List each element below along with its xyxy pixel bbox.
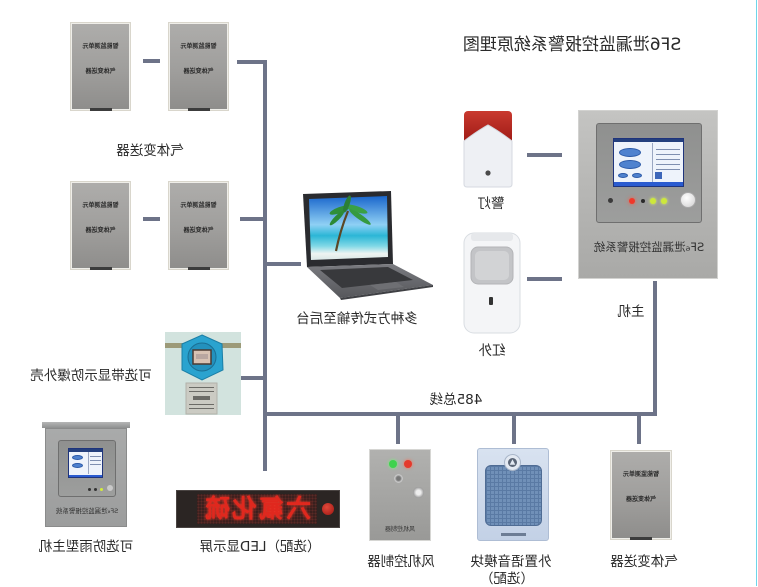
transmitter-cable-port [630, 537, 652, 540]
rainproof-host-roof [42, 422, 130, 428]
infrared-sensor-icon [463, 232, 521, 334]
connector-transmitters-row1 [237, 60, 265, 64]
gas-transmitter-icon: 智能监测单元 气体变送器 [70, 22, 131, 111]
transmitter-text-2: 气体变送器 [626, 496, 657, 503]
housing-pipe-right [220, 343, 241, 348]
host-controller-icon: SF₆泄漏监控报警系统 [578, 110, 718, 279]
connector-laptop [265, 262, 301, 266]
host-led-alarm-red [629, 198, 635, 204]
label-voice-module: 外置语音模块 [470, 554, 552, 570]
transmitter-text-2: 气体变送器 [85, 227, 116, 234]
fan-button [394, 474, 403, 483]
rainproof-host-screen [68, 448, 103, 478]
led-display-icon: 六氟化硫 [176, 490, 340, 528]
connector-alarm-light [527, 153, 562, 157]
fan-led-green [389, 460, 397, 468]
led-matrix: 六氟化硫 [197, 494, 317, 524]
transmitter-text-1: 智能监测单元 [623, 471, 660, 478]
right-edge-accent-line [756, 0, 757, 586]
label-led-display: （选配）LED显示屏 [199, 539, 321, 555]
transmitter-text-2: 气体变送器 [183, 68, 214, 75]
host-display-bezel [596, 123, 702, 223]
label-infrared: 红外 [478, 343, 506, 359]
transmitter-text-1: 智能监测单元 [82, 202, 119, 209]
transmitter-cable-port [187, 267, 210, 270]
bus-drop-voice-module [512, 414, 516, 444]
link-transmitters-row2 [143, 217, 160, 221]
led-display-indicator [322, 503, 334, 515]
gas-transmitter-icon: 智能监测单元 气体变送器 [168, 22, 229, 111]
host-led-run [661, 198, 667, 204]
alarm-light-body [463, 124, 513, 188]
fan-knob [413, 487, 424, 498]
speaker-grill [485, 465, 542, 526]
bus-drop-transmitter [637, 414, 641, 444]
host-touch-screen [613, 138, 684, 187]
rainproof-host-bezel [58, 440, 116, 497]
bus-drop-fan-controller [396, 414, 400, 444]
speaker-slot [501, 533, 526, 536]
label-voice-module-optional: （选配） [480, 571, 534, 587]
link-transmitters-row1 [143, 59, 160, 63]
host-knob [680, 192, 696, 208]
label-alarm-light: 警灯 [477, 196, 505, 212]
label-gas-transmitters: 气体变送器 [116, 143, 184, 159]
alarm-light-sensor-dot [485, 170, 491, 176]
fan-controller-panel-name: 风机控制器 [385, 526, 416, 533]
connector-host-to-bus [653, 281, 657, 416]
label-fan-controller: 风机控制器 [367, 554, 435, 570]
alarm-light-icon [463, 111, 513, 188]
speaker-icon [477, 448, 549, 541]
laptop-keyboard [320, 267, 413, 288]
gas-transmitter-icon: 智能监测单元 气体变送器 [168, 181, 229, 270]
label-host: 主机 [617, 304, 645, 320]
rainproof-host-icon: SF₆泄漏监控报警系统 [45, 428, 127, 527]
palm-tree-icon [329, 195, 371, 252]
transmitter-text-2: 气体变送器 [183, 227, 214, 234]
led-display-text: 六氟化硫 [203, 494, 312, 523]
speaker-logo-icon [504, 454, 521, 471]
label-transmitter-bottom: 气体变送器 [610, 554, 678, 570]
host-panel-name: SF₆泄漏监控报警系统 [593, 240, 705, 254]
diagram-title: SF6泄漏监控报警系统原理图 [462, 35, 682, 55]
label-rs485-bus: 485总线 [429, 392, 483, 408]
connector-explosion-proof [238, 376, 265, 380]
connector-transmitters-row2 [240, 217, 265, 221]
transmitter-text-1: 智能监测单元 [82, 43, 119, 50]
host-key-switch [608, 198, 613, 203]
transmitter-cable-port [89, 108, 112, 111]
host-led-power [650, 198, 656, 204]
label-laptop: 多种方式传输至后台 [296, 311, 418, 327]
transmitter-cable-port [89, 267, 112, 270]
rainproof-host-panel-name: SF₆泄漏监控报警系统 [55, 507, 119, 515]
transmitter-cable-port [187, 108, 210, 111]
connector-infrared [527, 277, 562, 281]
label-explosion-proof: 可选带显示防爆外壳 [30, 368, 152, 384]
housing-pipe-left [165, 343, 185, 348]
laptop-icon [303, 191, 433, 300]
rainproof-host-knob [107, 485, 113, 491]
gas-transmitter-icon: 智能监测单元 气体变送器 [610, 450, 672, 540]
explosion-proof-housing-icon [165, 332, 241, 415]
rs485-bus-line [265, 412, 657, 416]
fan-led-red [404, 460, 412, 468]
infrared-indicator [489, 297, 493, 305]
laptop-screen [309, 196, 388, 260]
transmitter-text-2: 气体变送器 [85, 68, 116, 75]
gas-transmitter-icon: 智能监测单元 气体变送器 [70, 181, 131, 270]
label-rainproof-host: 可选防雨型主机 [38, 539, 134, 555]
host-led-off [641, 199, 645, 203]
transmitter-text-1: 智能监测单元 [180, 43, 217, 50]
laptop-touchpad [370, 282, 404, 290]
transmitter-text-1: 智能监测单元 [180, 202, 217, 209]
fan-controller-icon: 风机控制器 [369, 449, 431, 541]
